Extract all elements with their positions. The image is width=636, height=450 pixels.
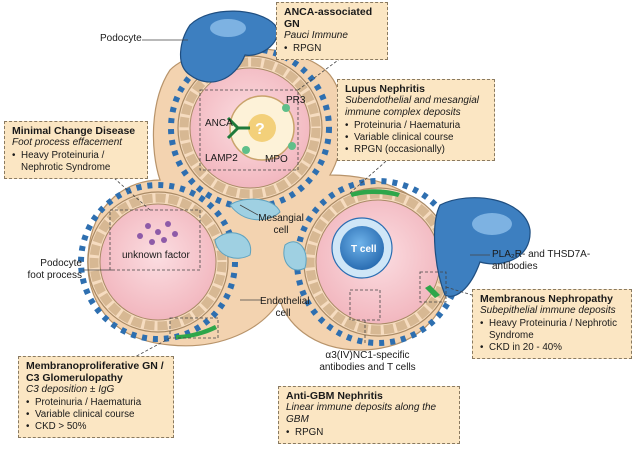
- lupus-subtitle: Subendothelial and mesangial immune comp…: [345, 95, 479, 118]
- neutrophil: ?: [229, 95, 295, 161]
- lupus-item: Variable clinical course: [345, 132, 488, 144]
- antigbm-title: Anti-GBM Nephritis: [286, 390, 383, 402]
- lupus-nephritis-box: Lupus Nephritis Subendothelial and mesan…: [337, 79, 495, 161]
- mpgn-title: Membranoproliferative GN / C3 Glomerulop…: [26, 360, 164, 384]
- svg-text:?: ?: [255, 121, 265, 138]
- anca-antibody: [226, 116, 250, 140]
- capillary-loop-left: [87, 191, 229, 333]
- lupus-item: Proteinuria / Haematuria: [345, 120, 488, 132]
- mesangial-label: Mesangial cell: [258, 213, 304, 236]
- mesangial-cells: [214, 198, 307, 271]
- anca-gn-subtitle: Pauci Immune: [284, 30, 348, 41]
- mpgn-item: CKD > 50%: [26, 421, 167, 433]
- mpo-label: MPO: [265, 154, 288, 165]
- membranous-item: Heavy Proteinuria / Nephrotic Syndrome: [480, 318, 625, 342]
- mcd-title: Minimal Change Disease: [12, 125, 136, 137]
- lupus-item: RPGN (occasionally): [345, 144, 488, 156]
- mpgn-item: Variable clinical course: [26, 409, 167, 421]
- t-cell: T cell: [331, 217, 393, 279]
- anca-gn-title: ANCA-associated GN: [284, 6, 373, 30]
- lamp2-label: LAMP2: [205, 153, 238, 164]
- mpgn-subtitle: C3 deposition ± IgG: [26, 384, 115, 395]
- pr3-label: PR3: [286, 95, 306, 106]
- anca-gn-item: RPGN: [284, 43, 381, 55]
- podocyte-foot-label: Podocyte foot process: [27, 258, 82, 281]
- immune-deposits: [176, 189, 440, 339]
- membranous-nephropathy-box: Membranous Nephropathy Subepithelial imm…: [472, 289, 632, 359]
- mpgn-item: Proteinuria / Haematuria: [26, 397, 167, 409]
- unknown-factor-dots: [137, 221, 178, 245]
- anca-gn-box: ANCA-associated GN Pauci Immune RPGN: [276, 2, 388, 60]
- antigbm-item: RPGN: [286, 427, 453, 439]
- membranous-item: CKD in 20 - 40%: [480, 342, 625, 354]
- podocyte-top: [180, 10, 278, 83]
- membranous-subtitle: Subepithelial immune deposits: [480, 305, 616, 316]
- unknown-factor-label: unknown factor: [122, 250, 190, 261]
- endothelial-label: Endothelial cell: [260, 296, 310, 319]
- pla2r-label: PLA₂R- and THSD7A- antibodies: [492, 249, 591, 272]
- a3-label: α3(IV)NC1-specific antibodies and T cell…: [319, 350, 416, 373]
- anti-gbm-box: Anti-GBM Nephritis Linear immune deposit…: [278, 386, 460, 444]
- antigbm-subtitle: Linear immune deposits along the GBM: [286, 402, 437, 425]
- mcd-subtitle: Foot process effacement: [12, 137, 123, 148]
- t-cell-text: T cell: [351, 244, 377, 255]
- minimal-change-disease-box: Minimal Change Disease Foot process effa…: [4, 121, 148, 179]
- mpgn-c3-box: Membranoproliferative GN / C3 Glomerulop…: [18, 356, 174, 438]
- lupus-title: Lupus Nephritis: [345, 83, 425, 95]
- membranous-title: Membranous Nephropathy: [480, 293, 614, 305]
- podocyte-right: [433, 197, 531, 297]
- mcd-item: Heavy Proteinuria / Nephrotic Syndrome: [12, 150, 141, 174]
- podocyte-label: Podocyte: [100, 33, 142, 44]
- anca-label: ANCA: [205, 118, 233, 129]
